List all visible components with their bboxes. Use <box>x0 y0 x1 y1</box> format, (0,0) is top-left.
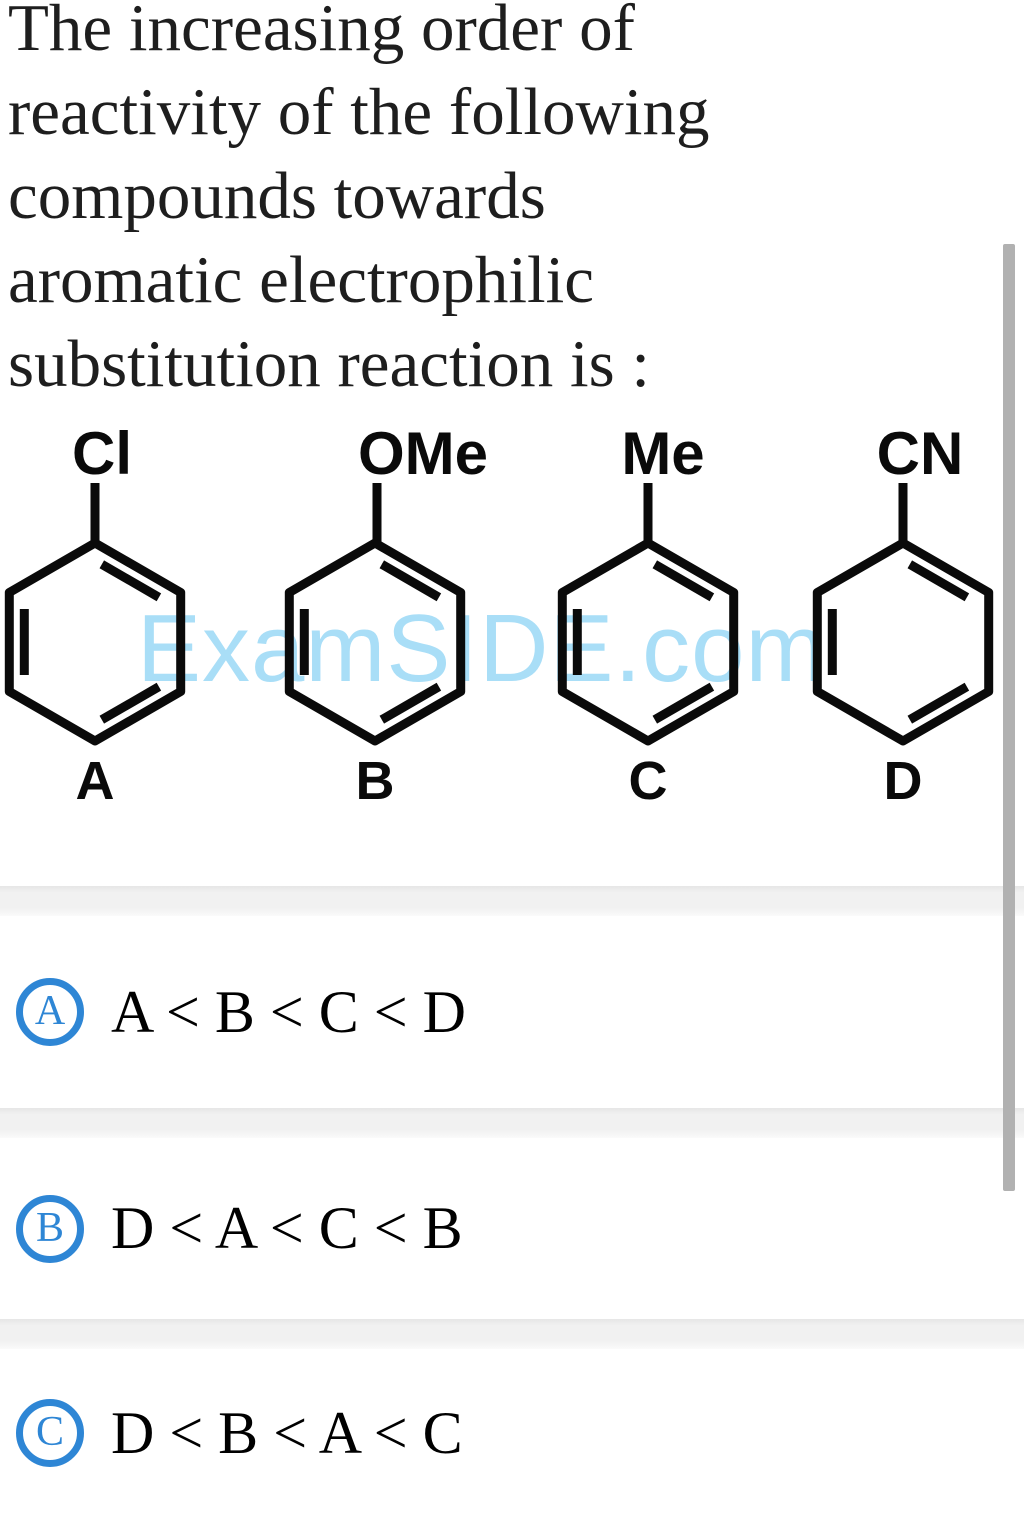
section-divider <box>0 886 1024 916</box>
option-row-b[interactable]: B D < A < C < B <box>0 1138 1024 1319</box>
benzene-structure: Me C <box>557 420 739 811</box>
compound-letter: C <box>629 751 668 811</box>
option-text: A < B < C < D <box>111 978 466 1045</box>
watermark: ExamSIDE.com <box>137 595 827 702</box>
double-bond-line <box>907 682 970 724</box>
scrollbar-thumb[interactable] <box>1003 244 1015 1191</box>
option-badge: B <box>16 1194 84 1263</box>
option-row-c[interactable]: C D < B < A < C <box>0 1349 1024 1517</box>
substituent-label: CN <box>877 420 964 487</box>
section-divider <box>0 1108 1024 1138</box>
compound-structures-row: ExamSIDE.com Cl A OMe B Me <box>0 416 1024 816</box>
double-bond-line <box>379 682 442 724</box>
question-line: compounds towards <box>8 159 546 233</box>
question-line: reactivity of the following <box>8 75 710 149</box>
compound-figure-b: OMe B <box>280 416 510 816</box>
option-text: D < B < A < C <box>111 1399 463 1466</box>
double-bond-line <box>99 560 162 602</box>
double-bond-line <box>99 682 162 724</box>
section-divider <box>0 1319 1024 1349</box>
option-badge-letter: A <box>34 988 66 1034</box>
option-badge: C <box>16 1399 84 1467</box>
benzene-structure: OMe B <box>284 420 488 811</box>
compound-letter: A <box>76 751 115 811</box>
substituent-label: OMe <box>358 420 488 487</box>
question-line: aromatic electrophilic <box>8 243 594 317</box>
benzene-ring <box>4 538 186 746</box>
benzene-structure: CN D <box>812 420 994 811</box>
substituent-label: Me <box>621 420 704 487</box>
double-bond-line <box>652 560 715 602</box>
benzene-ring <box>284 538 466 746</box>
option-text: D < A < C < B <box>111 1195 463 1261</box>
compound-figure-d: CN D <box>808 416 1024 816</box>
double-bond-line <box>907 560 970 602</box>
compound-letter: D <box>884 751 923 811</box>
benzene-ring <box>812 538 994 746</box>
option-row-a[interactable]: A A < B < C < D <box>0 916 1024 1108</box>
compound-figure-c: Me C <box>553 416 783 816</box>
question-line: substitution reaction is : <box>8 327 651 401</box>
option-badge-letter: B <box>35 1204 64 1251</box>
compound-figure-a: Cl A <box>0 416 230 816</box>
option-badge: A <box>16 978 84 1046</box>
compound-letter: B <box>356 751 395 811</box>
substituent-label: Cl <box>72 420 132 487</box>
question-line: The increasing order of <box>8 0 635 65</box>
benzene-ring <box>557 538 739 746</box>
benzene-structure: Cl A <box>4 420 186 811</box>
double-bond-line <box>652 682 715 724</box>
option-badge-letter: C <box>35 1409 64 1455</box>
question-text: The increasing order of reactivity of th… <box>0 0 1024 406</box>
double-bond-line <box>379 560 442 602</box>
